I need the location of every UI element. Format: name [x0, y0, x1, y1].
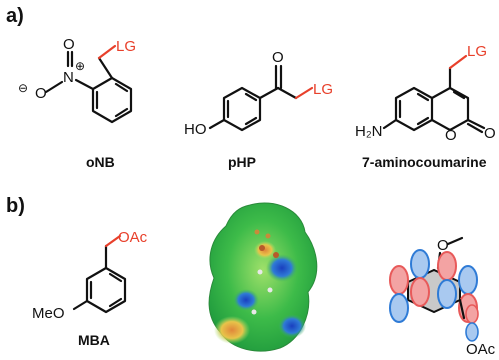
coumarin-caption: 7-aminocoumarine	[362, 154, 487, 170]
onb-structure: LG N ⊕ O O ⊖	[18, 36, 136, 124]
esp-negative-region	[278, 314, 306, 338]
orbital-lobe	[389, 293, 409, 323]
esp-surface-map	[208, 202, 318, 352]
esp-surface	[208, 202, 318, 352]
orbital-lobe	[410, 277, 430, 307]
php-caption: pHP	[228, 154, 256, 170]
coumarin-benzo-ring	[394, 86, 434, 132]
orbital-lobe	[458, 265, 478, 295]
esp-positive-region	[214, 316, 250, 344]
php-structure: HO O LG	[184, 49, 333, 138]
php-o-label: O	[272, 49, 284, 66]
php-benzene-ring	[222, 86, 262, 132]
coumarin-pyrone-ring	[430, 86, 470, 132]
mba-caption: MBA	[78, 332, 110, 348]
orbital-o-label: O	[437, 237, 449, 254]
onb-o-top: O	[63, 36, 75, 53]
orbital-lobe	[437, 251, 457, 281]
coumarin-structure: LG O O H₂N	[355, 43, 496, 144]
onb-o-charge: ⊖	[18, 81, 28, 95]
onb-n-charge: ⊕	[75, 59, 85, 73]
esp-negative-region	[233, 289, 259, 311]
orbital-oac-label: OAc	[466, 341, 496, 358]
panel-label-b: b)	[6, 195, 25, 217]
mba-structure: OAc MeO	[32, 229, 148, 322]
coumarin-o-carbonyl: O	[484, 125, 496, 142]
orbital-diagram: O OAc	[389, 236, 496, 358]
mba-benzene-ring	[85, 266, 127, 314]
esp-negative-region	[266, 254, 298, 282]
mba-oac-label: OAc	[118, 229, 148, 246]
coumarin-h2n-label: H₂N	[355, 123, 383, 140]
orbital-lobe	[410, 249, 430, 279]
onb-lg-label: LG	[116, 38, 136, 55]
esp-positive-region	[254, 241, 276, 259]
onb-benzene-ring	[91, 76, 133, 124]
orbital-lobe	[389, 265, 409, 295]
mba-meo-label: MeO	[32, 305, 65, 322]
php-lg-label: LG	[313, 81, 333, 98]
onb-caption: oNB	[86, 154, 115, 170]
coumarin-lg-label: LG	[467, 43, 487, 60]
onb-o-left: O	[35, 85, 47, 102]
orbital-lobe	[437, 279, 457, 309]
coumarin-o-ring: O	[445, 127, 457, 144]
panel-label-a: a)	[6, 5, 24, 27]
php-ho-label: HO	[184, 121, 207, 138]
orbital-lobe	[465, 322, 479, 342]
onb-n-atom: N	[63, 69, 74, 86]
orbital-lobe	[465, 304, 479, 324]
